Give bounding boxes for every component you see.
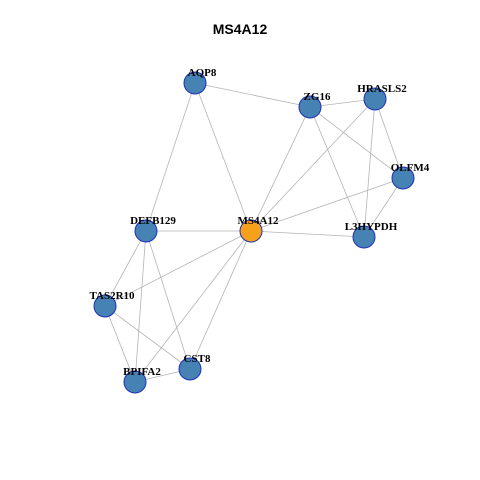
edge-defb129-tas2r10 <box>104 230 147 307</box>
node-label-cst8: CST8 <box>184 353 211 365</box>
node-bpifa2[interactable] <box>123 370 147 394</box>
node-defb129[interactable] <box>134 219 158 243</box>
node-label-aqp8: AQP8 <box>188 67 217 79</box>
edge-zg16-l3hypdh <box>309 106 365 238</box>
node-label-tas2r10: TAS2R10 <box>89 290 135 302</box>
node-label-l3hypdh: L3HYPDH <box>345 221 398 233</box>
edge-ms4a12-l3hypdh <box>250 230 365 238</box>
edge-olfm4-ms4a12 <box>250 177 404 232</box>
edge-tas2r10-cst8 <box>104 305 191 370</box>
node-l3hypdh[interactable] <box>352 225 376 249</box>
edge-olfm4-l3hypdh <box>363 177 404 238</box>
node-olfm4[interactable] <box>391 166 415 190</box>
node-hrasls2[interactable] <box>363 87 387 111</box>
node-label-bpifa2: BPIFA2 <box>123 366 161 378</box>
edge-defb129-cst8 <box>145 230 191 370</box>
edge-hrasls2-l3hypdh <box>363 98 376 238</box>
edge-ms4a12-cst8 <box>189 230 252 370</box>
node-tas2r10[interactable] <box>93 294 117 318</box>
node-layer <box>93 71 415 394</box>
edge-aqp8-defb129 <box>145 82 196 232</box>
node-label-ms4a12: MS4A12 <box>238 215 279 227</box>
edge-aqp8-zg16 <box>194 82 311 108</box>
edge-ms4a12-bpifa2 <box>134 230 252 383</box>
node-label-defb129: DEFB129 <box>130 215 176 227</box>
node-label-zg16: ZG16 <box>304 91 331 103</box>
edge-hrasls2-ms4a12 <box>250 98 376 232</box>
edge-layer <box>104 82 404 383</box>
node-zg16[interactable] <box>298 95 322 119</box>
edge-zg16-ms4a12 <box>250 106 311 232</box>
edge-ms4a12-tas2r10 <box>104 230 252 307</box>
node-cst8[interactable] <box>178 357 202 381</box>
node-label-hrasls2: HRASLS2 <box>357 83 407 95</box>
node-label-olfm4: OLFM4 <box>391 162 430 174</box>
edge-aqp8-ms4a12 <box>194 82 252 232</box>
edge-zg16-olfm4 <box>309 106 404 179</box>
edge-hrasls2-olfm4 <box>374 98 404 179</box>
edge-defb129-bpifa2 <box>134 230 147 383</box>
node-ms4a12[interactable] <box>239 219 263 243</box>
edge-tas2r10-bpifa2 <box>104 305 136 383</box>
node-aqp8[interactable] <box>183 71 207 95</box>
diagram-title: MS4A12 <box>212 21 268 37</box>
